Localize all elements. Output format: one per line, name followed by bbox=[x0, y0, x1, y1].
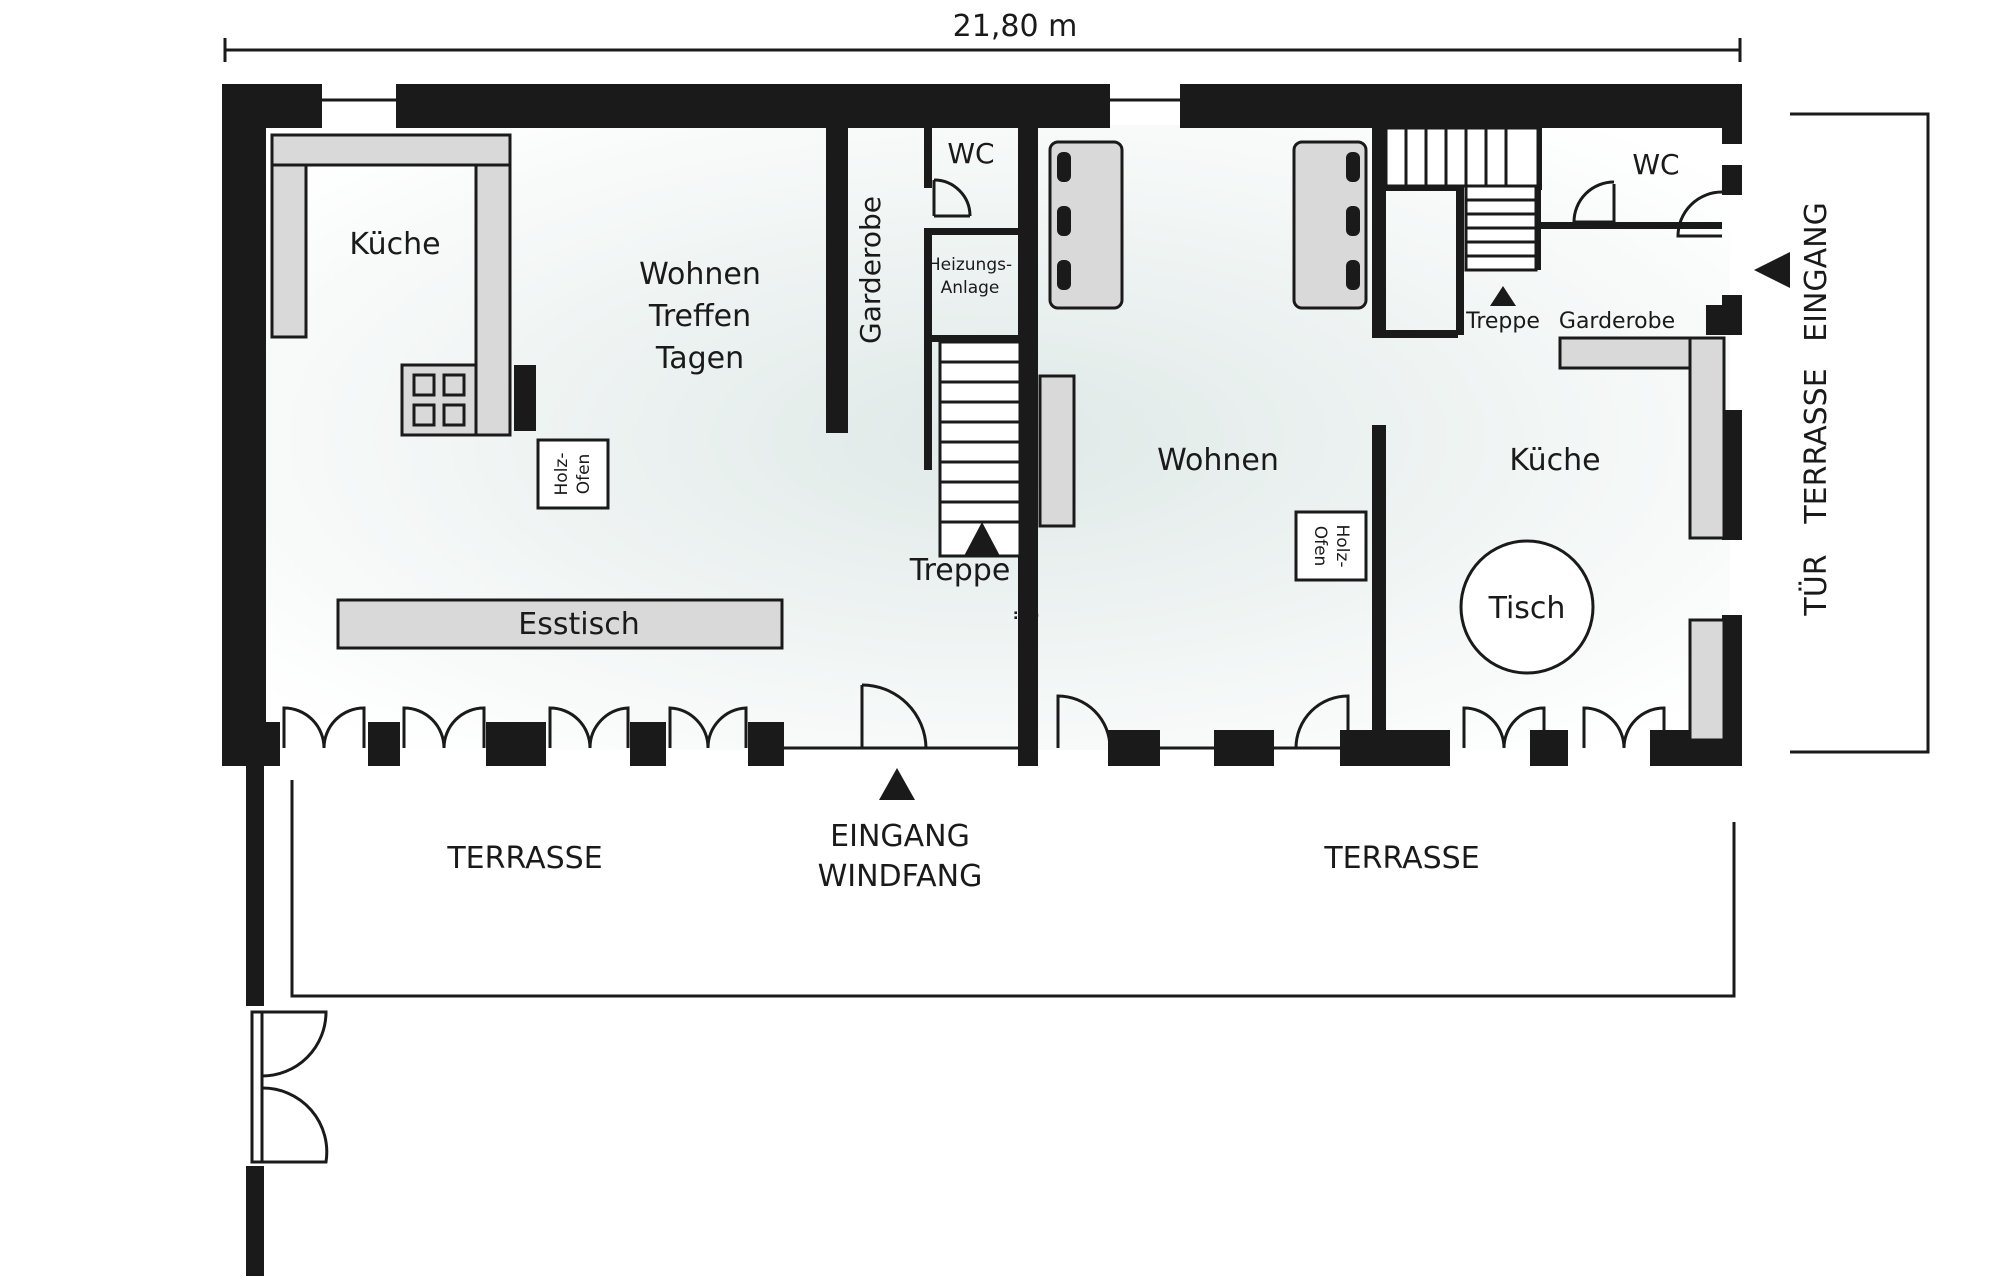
dimension-line: 21,80 m bbox=[223, 9, 1742, 62]
side-door-label: TÜR bbox=[1798, 554, 1834, 616]
left-living-label-1: Wohnen bbox=[639, 257, 761, 292]
right-terrace-doors[interactable] bbox=[1056, 694, 1666, 749]
right-wc-door[interactable] bbox=[1572, 180, 1616, 224]
left-wc-label: WC bbox=[947, 137, 994, 170]
terrace-left-label: TERRASSE bbox=[446, 841, 602, 876]
right-wc-label: WC bbox=[1632, 148, 1679, 181]
main-entrance-arrow bbox=[879, 768, 915, 800]
terrace-outline bbox=[246, 112, 1930, 1276]
right-stairs bbox=[1384, 126, 1540, 306]
garden-gate[interactable] bbox=[250, 1010, 329, 1164]
side-entrance-door[interactable] bbox=[1676, 190, 1723, 238]
left-living-label-2: Treffen bbox=[648, 299, 751, 334]
entrance-label-1: EINGANG bbox=[830, 819, 970, 854]
side-entrance-arrow bbox=[1754, 252, 1790, 288]
entrance-label-2: WINDFANG bbox=[818, 859, 983, 894]
right-kitchen-label: Küche bbox=[1509, 443, 1600, 478]
interior-walls bbox=[826, 128, 1722, 730]
left-stairs-label: Treppe bbox=[909, 553, 1011, 588]
left-terrace-doors[interactable] bbox=[282, 706, 748, 749]
left-stairs bbox=[938, 340, 1022, 558]
right-living-label: Wohnen bbox=[1157, 443, 1279, 478]
left-stove-label-1: Holz- bbox=[552, 453, 572, 496]
left-wardrobe-label: Garderobe bbox=[854, 196, 887, 344]
dimension-label: 21,80 m bbox=[953, 9, 1078, 44]
right-kitchen-counter bbox=[1558, 336, 1726, 742]
right-sideboard bbox=[1038, 374, 1076, 528]
right-stove-label-2: Ofen bbox=[1310, 526, 1330, 567]
dining-table bbox=[336, 598, 784, 650]
heating-label-1: Heizungs- bbox=[928, 255, 1012, 275]
side-entrance-label: EINGANG bbox=[1799, 202, 1834, 342]
folding-door-label: FALT-TÜR bbox=[1013, 588, 1045, 703]
left-wc-door[interactable] bbox=[932, 178, 972, 218]
left-stove: Holz- Ofen bbox=[536, 438, 610, 510]
outer-walls bbox=[222, 84, 1742, 766]
dining-table-label: Esstisch bbox=[518, 607, 639, 642]
round-table-label: Tisch bbox=[1488, 591, 1566, 626]
right-stove: Holz- Ofen bbox=[1294, 510, 1368, 582]
left-living-label-3: Tagen bbox=[655, 341, 744, 376]
left-stove-label-2: Ofen bbox=[574, 454, 594, 495]
left-kitchen-label: Küche bbox=[349, 227, 440, 262]
right-sofa-2 bbox=[1292, 140, 1368, 310]
left-kitchen-counter bbox=[270, 133, 536, 437]
side-terrace-label: TERRASSE bbox=[1799, 368, 1834, 524]
right-stove-label-1: Holz- bbox=[1332, 525, 1352, 568]
right-sofa bbox=[1048, 140, 1124, 310]
main-entrance-door[interactable] bbox=[860, 683, 928, 749]
right-stairs-label: Treppe bbox=[1465, 309, 1540, 334]
terrace-right-label: TERRASSE bbox=[1323, 841, 1479, 876]
right-wardrobe-label: Garderobe bbox=[1559, 309, 1675, 334]
round-table bbox=[1459, 539, 1595, 675]
heating-label-2: Anlage bbox=[941, 278, 1000, 298]
